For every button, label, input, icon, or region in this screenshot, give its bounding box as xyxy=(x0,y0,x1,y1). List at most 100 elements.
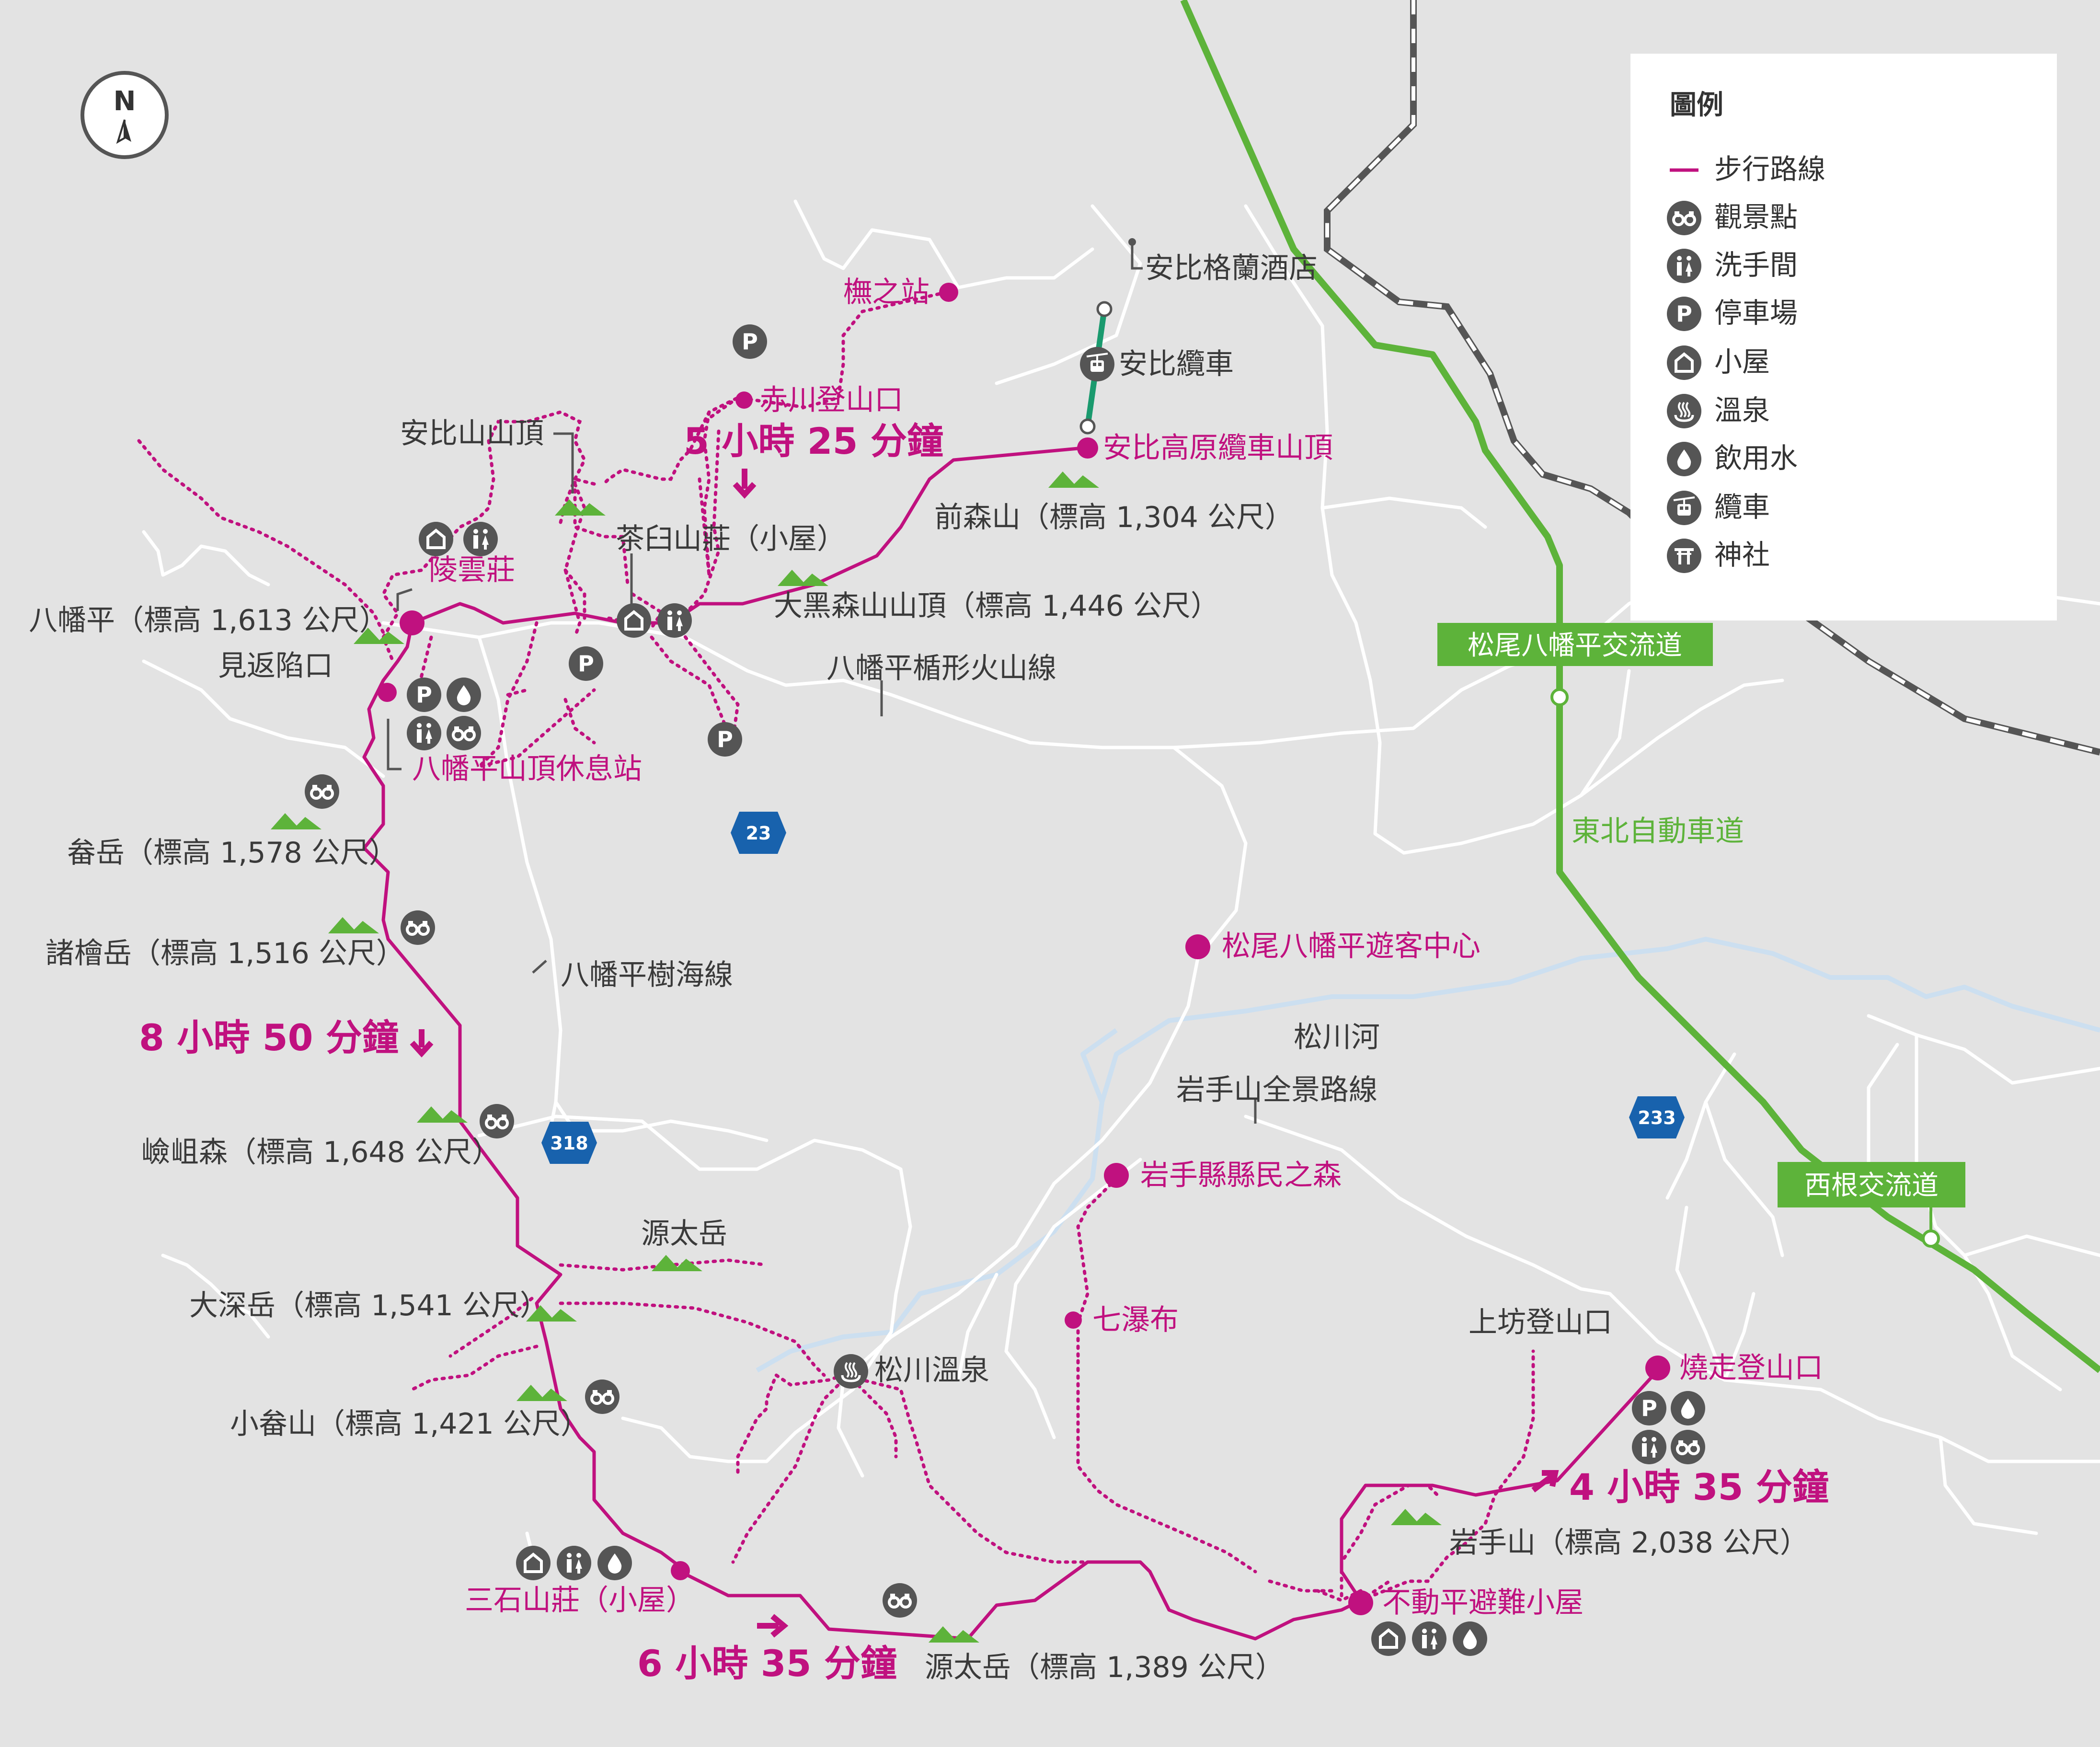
expressway-line xyxy=(1180,0,2100,1373)
legend-item-label: 溫泉 xyxy=(1714,394,1770,426)
ropeway-icon xyxy=(1666,490,1702,526)
place-kenmin-forest: 岩手縣縣民之森 xyxy=(1140,1159,1342,1192)
place-labels: 橅之站 赤川登山口 安比格蘭酒店 安比纜車 安比高原纜車山頂 前森山（標高 1,… xyxy=(29,252,1823,1684)
shrine-icon xyxy=(1667,539,1701,573)
parking-icon xyxy=(708,722,742,757)
time-label-south-ridge: 6 小時 35 分鐘 xyxy=(637,1642,897,1685)
place-chausu-hut: 茶臼山莊（小屋） xyxy=(616,522,846,556)
toilet-icon xyxy=(657,603,692,638)
hut-icon xyxy=(516,1546,551,1580)
place-mokko: 畚岳（標高 1,578 公尺） xyxy=(67,836,398,870)
railway xyxy=(1324,0,2100,756)
place-morosuge: 諸檜岳（標高 1,516 公尺） xyxy=(46,937,405,970)
place-rest-station: 八幡平山頂休息站 xyxy=(412,752,642,786)
binoculars-icon xyxy=(883,1583,917,1618)
parking-icon xyxy=(1667,297,1701,331)
legend-item-label: 小屋 xyxy=(1714,345,1770,378)
hot-spring-icon xyxy=(1667,394,1701,428)
legend-panel: 圖例 步行路線 觀景點 洗手間 停車場 小屋 溫泉 飲用水 纜車 神社 xyxy=(1630,54,2057,621)
route-23-label: 23 xyxy=(746,823,771,844)
place-nanataki: 七瀑布 xyxy=(1092,1303,1179,1337)
roads xyxy=(142,199,2100,1574)
binoculars-icon xyxy=(585,1379,620,1414)
place-jukai-line: 八幡平樹海線 xyxy=(561,958,733,992)
water-icon xyxy=(1671,1391,1705,1425)
place-komokko: 小畚山（標高 1,421 公尺） xyxy=(230,1407,589,1441)
legend-item-label: 停車場 xyxy=(1714,297,1798,329)
place-fudoudaira-hut: 不動平避難小屋 xyxy=(1382,1586,1584,1620)
water-icon xyxy=(1667,442,1701,476)
place-hachimantai: 八幡平（標高 1,613 公尺） xyxy=(29,604,388,637)
compass-n-label: N xyxy=(114,86,136,117)
mountain-icon xyxy=(1048,471,1099,488)
legend-item-label: 觀景點 xyxy=(1714,201,1798,233)
place-ryounso: 陵雲莊 xyxy=(429,553,515,587)
place-maemori: 前森山（標高 1,304 公尺） xyxy=(934,501,1294,534)
mountain-icon xyxy=(1391,1509,1442,1525)
binoculars-icon xyxy=(480,1104,514,1138)
toilet-icon xyxy=(1667,249,1701,283)
place-gansho: 嶮岨森（標高 1,648 公尺） xyxy=(141,1136,501,1169)
toilet-icon xyxy=(1632,1430,1666,1464)
route-23-badge: 23 xyxy=(731,812,786,854)
place-matsukawa-river: 松川河 xyxy=(1294,1021,1380,1054)
water-icon xyxy=(447,678,481,712)
place-matsukawa-onsen: 松川溫泉 xyxy=(874,1354,989,1387)
time-label-yakehashiri: 4 小時 35 分鐘 xyxy=(1569,1466,1829,1508)
interchange-matsuo: 松尾八幡平交流道 xyxy=(1437,623,1713,706)
toilet-icon xyxy=(557,1546,591,1580)
place-gentadake-south: 源太岳（標高 1,389 公尺） xyxy=(925,1651,1284,1684)
parking-icon xyxy=(1632,1391,1666,1425)
parking-icon xyxy=(407,678,441,712)
parking-icon xyxy=(569,646,603,681)
time-labels: 5 小時 25 分鐘 8 小時 50 分鐘 6 小時 35 分鐘 4 小時 35… xyxy=(139,420,1829,1685)
hot-spring-icon xyxy=(834,1354,868,1389)
legend-title: 圖例 xyxy=(1670,90,1723,121)
place-aspite-line: 八幡平楯形火山線 xyxy=(826,652,1056,685)
place-appi-ropeway-summit: 安比高原纜車山頂 xyxy=(1103,431,1333,465)
toilet-icon xyxy=(1412,1621,1446,1656)
ropeway-icon xyxy=(1079,346,1115,382)
place-ofuka: 大深岳（標高 1,541 公尺） xyxy=(189,1289,549,1322)
binoculars-icon xyxy=(305,774,339,809)
leader-lines xyxy=(387,242,1257,1124)
hut-icon xyxy=(1371,1621,1406,1656)
place-nadeshiko: 橅之站 xyxy=(843,276,930,309)
time-label-west-ridge: 8 小時 50 分鐘 xyxy=(139,1016,399,1059)
legend-item-label: 洗手間 xyxy=(1714,249,1798,281)
place-akagawa-trailhead: 赤川登山口 xyxy=(759,383,903,417)
place-mikaeri: 見返陷口 xyxy=(218,649,333,683)
hut-icon xyxy=(419,522,453,556)
route-318-label: 318 xyxy=(550,1133,588,1154)
place-appi-peak: 安比山山頂 xyxy=(400,417,544,450)
legend-item-label: 神社 xyxy=(1714,539,1770,571)
place-kamibo-trailhead: 上坊登山口 xyxy=(1469,1306,1612,1339)
binoculars-icon xyxy=(401,910,435,945)
interchange-matsuo-label: 松尾八幡平交流道 xyxy=(1468,630,1682,661)
water-icon xyxy=(597,1546,632,1580)
toilet-icon xyxy=(407,716,441,750)
mountain-icon xyxy=(271,813,321,829)
legend-item-label: 纜車 xyxy=(1714,491,1770,523)
place-yakehashiri-trailhead: 燒走登山口 xyxy=(1679,1351,1823,1385)
place-appi-hotel: 安比格蘭酒店 xyxy=(1145,252,1318,285)
toilet-icon xyxy=(463,522,498,556)
binoculars-icon xyxy=(1671,1430,1705,1464)
route-233-label: 233 xyxy=(1638,1107,1675,1128)
interchange-nishine-label: 西根交流道 xyxy=(1804,1170,1939,1201)
place-mitsuishi-hut: 三石山莊（小屋） xyxy=(465,1584,695,1617)
place-ookuro: 大黑森山山頂（標高 1,446 公尺） xyxy=(774,589,1219,623)
parking-icon xyxy=(733,324,767,359)
place-gentadake-north: 源太岳 xyxy=(641,1217,727,1251)
place-appi-ropeway: 安比纜車 xyxy=(1119,347,1234,381)
rivers xyxy=(756,937,2100,1373)
route-318-badge: 318 xyxy=(541,1122,597,1164)
compass-rose: N xyxy=(80,71,169,159)
place-visitor-center: 松尾八幡平遊客中心 xyxy=(1222,930,1480,963)
interchange-nishine: 西根交流道 xyxy=(1778,1162,1965,1248)
binoculars-icon xyxy=(1667,201,1701,235)
expressway-label: 東北自動車道 xyxy=(1572,815,1744,848)
mountain-icon xyxy=(328,917,379,933)
place-panorama-route: 岩手山全景路線 xyxy=(1176,1073,1377,1107)
